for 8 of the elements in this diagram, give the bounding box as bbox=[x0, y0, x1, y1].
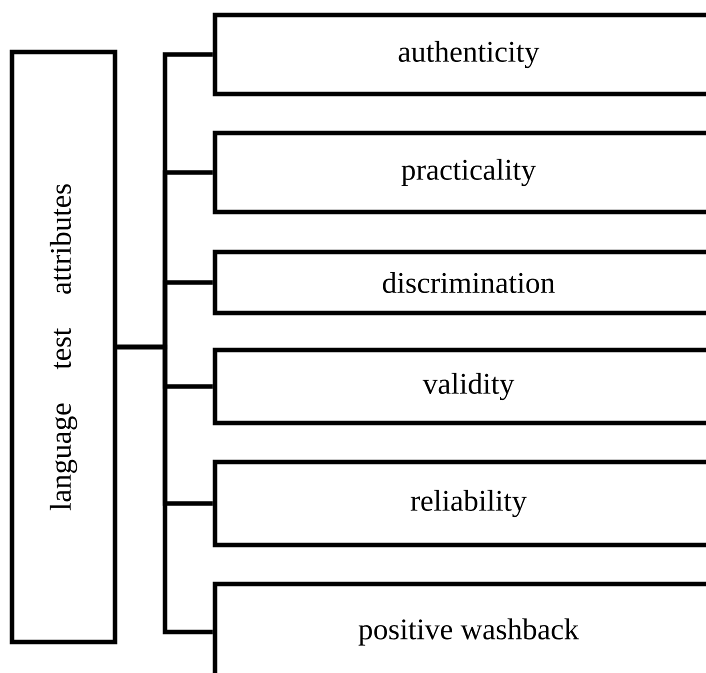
category-box: language test attributes bbox=[10, 50, 118, 644]
attribute-box: positive washback bbox=[212, 582, 706, 673]
attribute-box: practicality bbox=[212, 130, 706, 214]
attribute-box: reliability bbox=[212, 460, 706, 548]
attribute-box: authenticity bbox=[212, 12, 706, 96]
connector-line bbox=[117, 344, 213, 634]
attribute-box: discrimination bbox=[212, 250, 706, 316]
attribute-box: validity bbox=[212, 348, 706, 426]
